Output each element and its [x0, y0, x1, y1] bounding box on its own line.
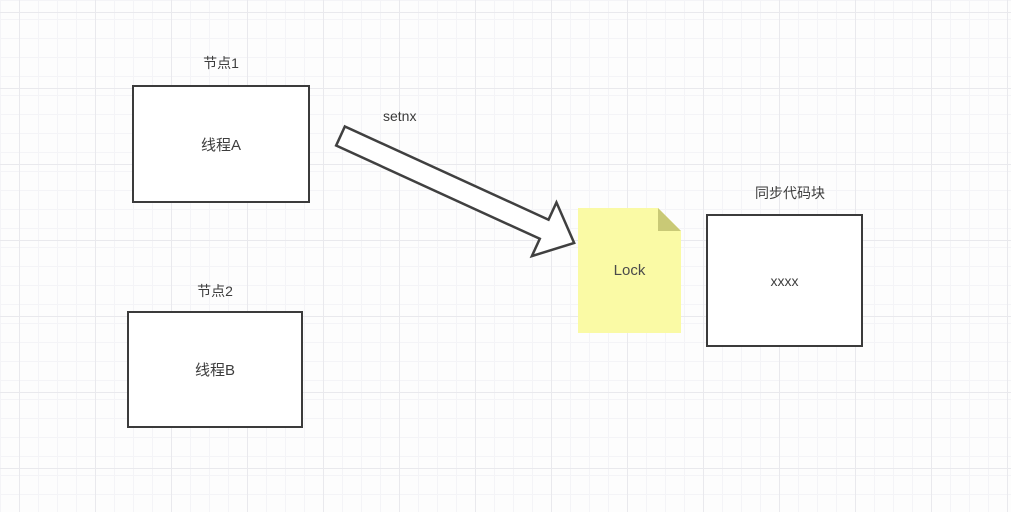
sync-block-content: xxxx	[770, 272, 799, 289]
sync-block-box[interactable]: xxxx	[706, 214, 863, 347]
lock-note-label: Lock	[613, 262, 646, 279]
note-fold-corner-icon	[658, 208, 681, 231]
sync-block-title-label: 同步代码块	[755, 185, 825, 201]
thread-a-label: 线程A	[200, 136, 241, 154]
node2-thread-b-box[interactable]: 线程B	[127, 311, 303, 428]
node2-title-label: 节点2	[197, 283, 233, 299]
node1-thread-a-box[interactable]: 线程A	[132, 85, 310, 203]
setnx-block-arrow[interactable]	[328, 109, 586, 270]
setnx-arrow-label: setnx	[383, 108, 417, 124]
node1-title-label: 节点1	[203, 55, 239, 71]
thread-b-label: 线程B	[194, 362, 235, 379]
